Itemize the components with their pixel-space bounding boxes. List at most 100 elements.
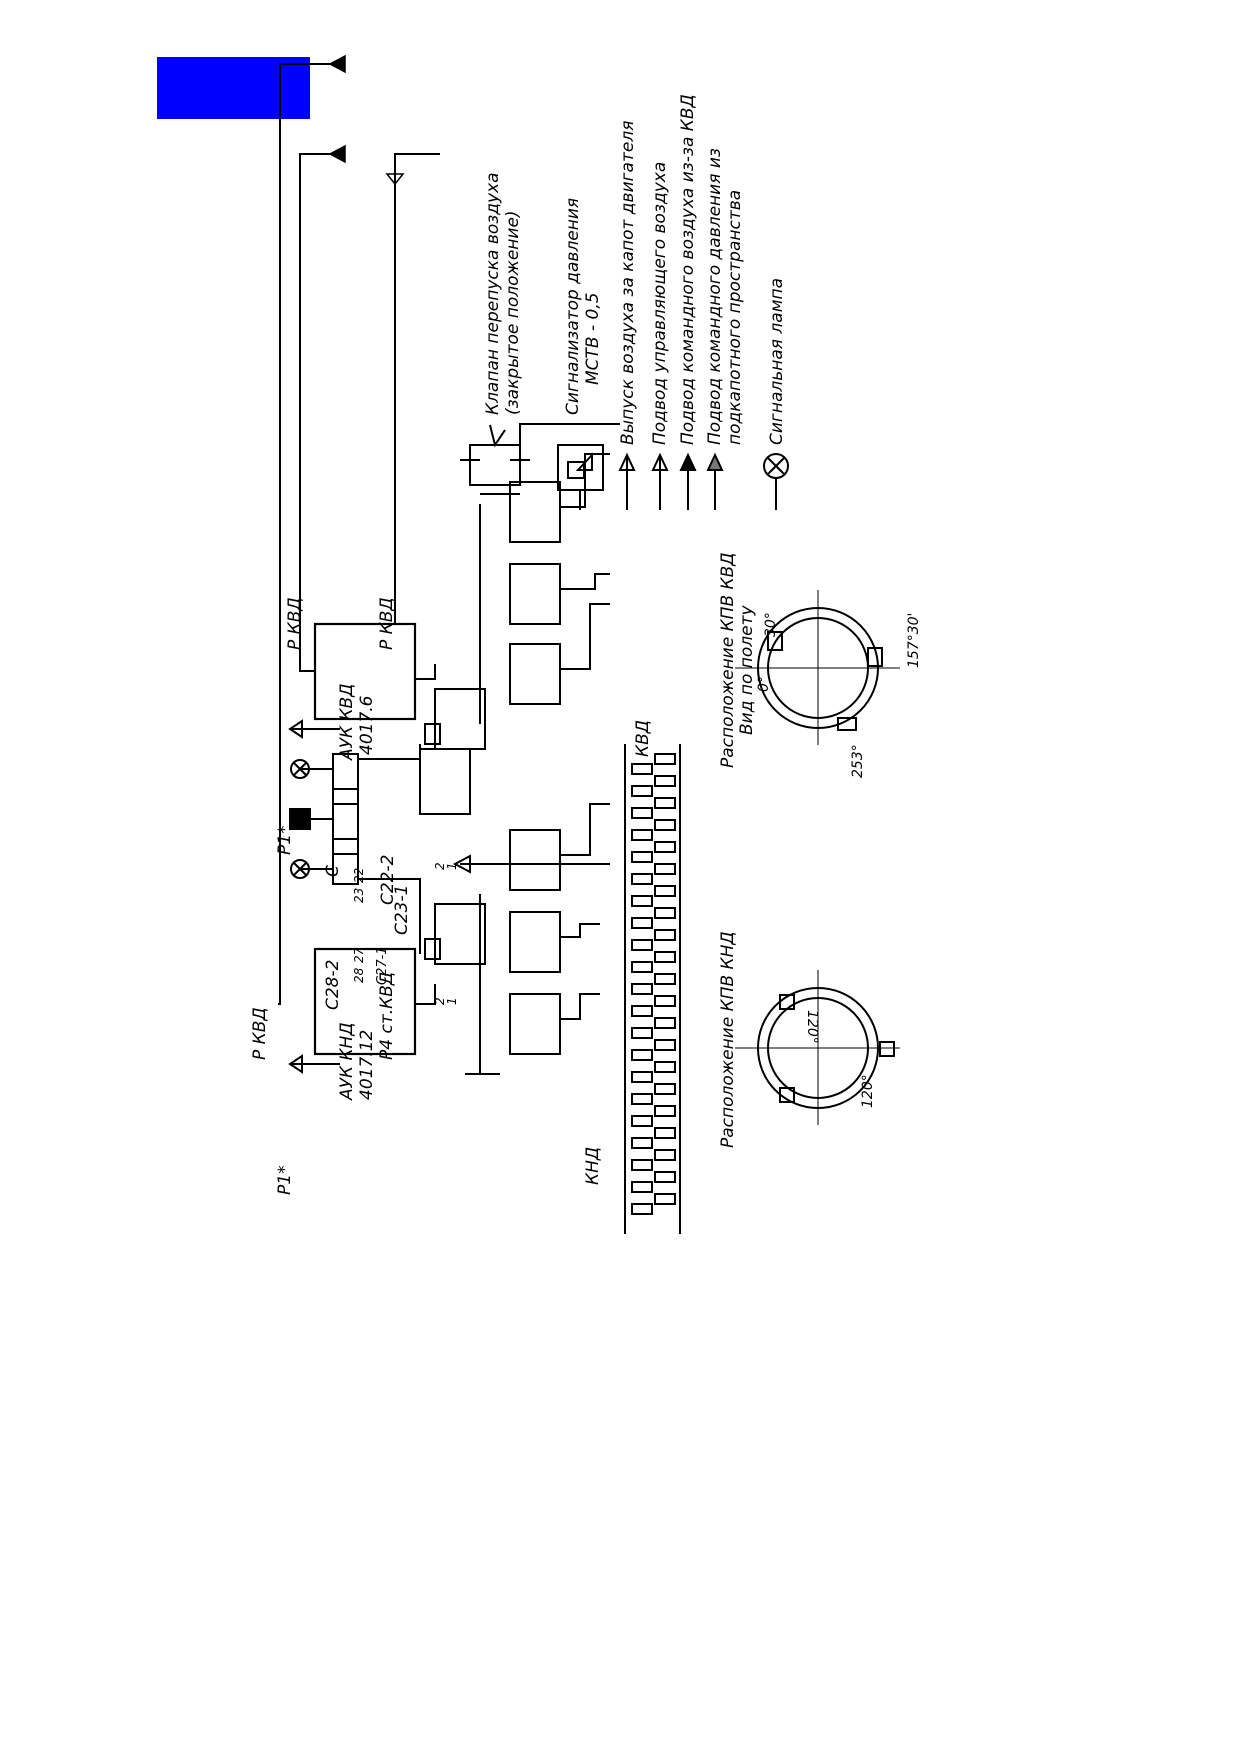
kpv-kvd-title: Расположение КПВ КВД <box>718 552 738 768</box>
kvd-label: КВД <box>633 720 653 757</box>
blue-marker-box <box>157 57 310 119</box>
p1-star-top: P1* <box>275 825 295 855</box>
command-air-arrow-1 <box>328 54 346 74</box>
legend-bypass-valve-note: (закрытое положение) <box>503 210 523 415</box>
blade-tooth <box>654 841 676 853</box>
p-kvd-label-2: P КВД <box>377 597 397 650</box>
auk-knd-model: 4017.12 <box>357 1030 377 1100</box>
pin-28: 28 <box>352 967 366 983</box>
pressure-switch-1 <box>434 688 486 750</box>
bypass-valves-kvd <box>509 481 561 705</box>
test-button <box>289 808 311 830</box>
blade-tooth <box>654 1061 676 1073</box>
legend-command-air-hpc: Подвод командного воздуха из-за КВД <box>678 94 698 445</box>
blade-tooth <box>631 1159 653 1171</box>
blade-tooth <box>654 1039 676 1051</box>
blade-tooth <box>654 1127 676 1139</box>
command-air-arrow-2 <box>328 144 346 164</box>
blade-tooth <box>654 819 676 831</box>
kpv-knd-circle <box>735 970 900 1125</box>
auk-kvd-name: АУК КВД <box>337 684 357 761</box>
ps2-pin-2: 2 <box>433 997 447 1005</box>
legend-command-pressure-1: Подвод командного давления из <box>705 148 725 445</box>
c23-1-label: С23-1 <box>392 885 412 935</box>
blade-tooth <box>654 753 676 765</box>
blade-tooth <box>631 1027 653 1039</box>
p-st-kvd-label: P4 ст.КВД <box>377 972 397 1060</box>
blade-tooth <box>631 873 653 885</box>
blade-tooth <box>654 1193 676 1205</box>
blade-tooth <box>631 1093 653 1105</box>
legend-air-exhaust: Выпуск воздуха за капот двигателя <box>618 121 638 445</box>
pin-23: 23 <box>352 888 366 903</box>
blade-tooth <box>631 851 653 863</box>
pin-27: 27 <box>352 947 366 963</box>
auk-knd-name: АУК КНД <box>337 1022 357 1101</box>
blade-tooth <box>631 1137 653 1149</box>
p1-star-bottom: P1* <box>275 1165 295 1195</box>
legend-command-pressure-2: подкапотного пространства <box>725 190 745 445</box>
p-kvd-label-1: P КВД <box>285 597 305 650</box>
blade-tooth <box>631 1181 653 1193</box>
control-air-arrow-top <box>385 173 405 186</box>
blade-tooth <box>654 863 676 875</box>
blade-tooth <box>654 929 676 941</box>
pin-22: 22 <box>352 868 366 883</box>
blade-tooth <box>631 983 653 995</box>
blade-tooth <box>654 973 676 985</box>
ps2-pin-1: 1 <box>445 997 459 1005</box>
blade-tooth <box>654 995 676 1007</box>
blade-tooth <box>631 1005 653 1017</box>
blade-tooth <box>631 807 653 819</box>
signal-lamp-left <box>290 859 310 879</box>
legend-pressure-switch: Сигнализатор давления <box>563 198 583 415</box>
blade-tooth <box>631 1071 653 1083</box>
blade-tooth <box>654 1171 676 1183</box>
ps-pin-2: 2 <box>433 862 447 870</box>
blade-tooth <box>631 939 653 951</box>
pressure-switch-2 <box>434 903 486 965</box>
blade-tooth <box>654 1083 676 1095</box>
kpv-kvd-circle <box>735 590 900 745</box>
signal-lamp-right <box>290 759 310 779</box>
p-kvd-label-3: P КВД <box>250 1007 270 1060</box>
compressor-blades <box>624 744 681 1234</box>
auk-knd-unit <box>313 947 417 1056</box>
bypass-valves-knd <box>419 748 561 1055</box>
blade-tooth <box>631 785 653 797</box>
blade-tooth <box>631 763 653 775</box>
connector-strip <box>332 753 359 885</box>
p1-arrow-top <box>288 719 303 739</box>
control-air-arrow-mid <box>452 854 471 874</box>
kpv-kvd-angle-157: 157°30' <box>906 613 922 668</box>
kpv-kvd-angle-0: 0° <box>756 676 772 692</box>
blade-tooth <box>631 1049 653 1061</box>
blade-tooth <box>631 1203 653 1215</box>
blade-tooth <box>654 797 676 809</box>
c27-1-label: С27-1 <box>375 946 390 985</box>
legend-control-air: Подвод управляющего воздуха <box>650 162 670 445</box>
blade-tooth <box>654 885 676 897</box>
blade-tooth <box>654 1017 676 1029</box>
c-label: С <box>323 865 343 877</box>
kpv-knd-angle-120-bottom: 120° <box>860 1074 876 1108</box>
legend-pressure-switch-model: МСТВ - 0,5 <box>583 292 603 385</box>
blade-tooth <box>631 917 653 929</box>
knd-label: КНД <box>583 1147 603 1185</box>
kpv-knd-angle-120-top: 120° <box>804 1010 820 1044</box>
blade-tooth <box>631 829 653 841</box>
ps-pin-1: 1 <box>445 862 459 870</box>
legend-bypass-valve: Клапан перепуска воздуха <box>483 172 503 415</box>
kpv-kvd-subtitle: Вид по полету <box>737 604 757 735</box>
p1-arrow-bottom <box>288 1054 303 1074</box>
kpv-kvd-angle-253: 253° <box>850 744 866 778</box>
legend-signal-lamp: Сигнальная лампа <box>767 278 787 445</box>
kpv-knd-title: Расположение КПВ КНД <box>718 931 738 1148</box>
auk-kvd-model: 4017.6 <box>357 695 377 755</box>
blade-tooth <box>654 951 676 963</box>
legend-symbols <box>460 424 789 510</box>
c22-2-label: С22-2 <box>378 855 398 905</box>
blade-tooth <box>631 1115 653 1127</box>
blade-tooth <box>654 907 676 919</box>
